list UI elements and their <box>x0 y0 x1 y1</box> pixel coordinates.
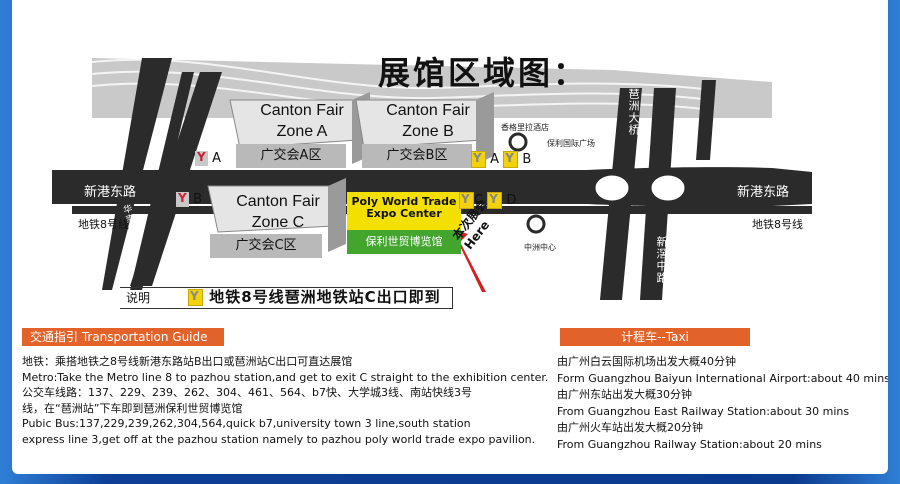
taxi-header: 计程车--Taxi <box>560 328 750 346</box>
transport-line: 地铁：乘搭地铁之8号线新港东路站B出口或琶洲站C出口可直达展馆 <box>22 355 353 368</box>
transport-line: express line 3,get off at the pazhou sta… <box>22 432 536 446</box>
zone-a-line1: Canton Fair <box>260 102 344 119</box>
transport-line: 公交车线路：137、229、239、262、304、461、564、b7快、大学… <box>22 386 472 399</box>
metro-line8-right: 地铁8号线 <box>752 218 803 231</box>
right-road <box>696 80 716 160</box>
transport-guide: 地铁：乘搭地铁之8号线新港东路站B出口或琶洲站C出口可直达展馆 Metro:Ta… <box>22 354 562 447</box>
shangri-la-marker <box>508 132 528 152</box>
legend-label: 说明 <box>126 291 151 305</box>
exit-d-text: D <box>506 193 517 208</box>
zone-a-line2: Zone A <box>276 123 328 140</box>
legend-text-value: 地铁8号线琶洲地铁站C出口即到 <box>209 288 441 306</box>
landmark-poly-plaza: 保利国际广场 <box>547 139 595 148</box>
page-title: 展馆区域图： <box>378 54 589 92</box>
zone-b-cn: 广交会B区 <box>362 144 472 168</box>
landmark-zhongzhou: 中洲中心 <box>524 243 556 252</box>
road-xingang-right: 新港东路 <box>737 185 790 200</box>
transport-line: 线，在“琶洲站”下车即到琶洲保利世贸博览馆 <box>22 401 243 415</box>
metro-line8-left: 地铁8号线 <box>78 218 129 231</box>
zone-b-line1: Canton Fair <box>386 102 470 119</box>
poly-line1: Poly World Trade <box>351 195 457 208</box>
legend-box <box>120 287 453 309</box>
transport-header: 交通指引 Transportation Guide <box>22 328 224 346</box>
zone-c-cn: 广交会C区 <box>210 234 322 258</box>
taxi-line: From Guangzhou Railway Station:about 20 … <box>557 437 822 451</box>
road-xinjiao: 新滘中路 <box>655 236 668 284</box>
road-xingang-left: 新港东路 <box>84 185 137 200</box>
taxi-line: 由广州火车站出发大概20分钟 <box>557 421 703 434</box>
exit-b-right-text: B <box>522 152 532 167</box>
legend-text: 地铁8号线琶洲地铁站C出口即到 <box>188 286 441 307</box>
zone-b-side <box>476 92 494 164</box>
map-panel: 展馆区域图： Canton Fair Zone A 广交会A区 Canton F… <box>12 0 888 474</box>
huanlian-road <box>130 72 222 286</box>
map-canvas <box>52 58 812 300</box>
metro-icon <box>487 192 503 209</box>
exit-a-left: A <box>195 150 222 166</box>
exit-a-left-text: A <box>212 151 222 166</box>
zone-c-line2: Zone C <box>251 214 305 231</box>
poly-line2: Expo Center <box>366 207 442 220</box>
exit-b-left: B <box>176 191 203 207</box>
exit-c-d: C D <box>459 192 516 209</box>
taxi-guide: 由广州白云国际机场出发大概40分钟 Form Guangzhou Baiyun … <box>557 354 888 453</box>
metro-icon <box>195 150 208 166</box>
road-pazhou-bridge: 琶洲大桥 <box>627 88 640 136</box>
roundabout-right <box>648 172 688 204</box>
metro-icon <box>176 191 189 207</box>
transport-line: Pubic Bus:137,229,239,262,304,564,quick … <box>22 417 471 430</box>
left-road-1 <box>130 72 194 290</box>
exit-c-text: C <box>474 193 484 208</box>
metro-icon <box>188 289 203 306</box>
exit-b-left-text: B <box>193 192 203 207</box>
taxi-line: From Guangzhou East Railway Station:abou… <box>557 404 850 418</box>
metro-icon <box>471 151 486 168</box>
exit-a-right-text: A <box>490 152 500 167</box>
zhongzhou-marker <box>526 214 546 234</box>
zone-c-side <box>328 178 346 252</box>
poly-expo-label: Poly World Trade Expo Center <box>347 192 461 230</box>
metro-icon <box>459 192 474 209</box>
zone-c-line1: Canton Fair <box>236 193 320 210</box>
zone-a-cn: 广交会A区 <box>236 144 346 168</box>
zone-a-label: Canton Fair Zone A <box>236 100 368 142</box>
taxi-line: 由广州东站出发大概30分钟 <box>557 388 692 401</box>
landmark-shangri-la: 香格里拉酒店 <box>501 123 549 132</box>
exit-a-b-right: A B <box>471 151 531 168</box>
taxi-line: 由广州白云国际机场出发大概40分钟 <box>557 355 736 368</box>
poly-cn: 保利世贸博览馆 <box>347 230 461 254</box>
zone-c-label: Canton Fair Zone C <box>212 191 344 233</box>
transport-line: Metro:Take the Metro line 8 to pazhou st… <box>22 370 549 384</box>
zone-b-label: Canton Fair Zone B <box>362 100 494 142</box>
metro-icon <box>503 151 519 168</box>
roundabout-left <box>592 172 632 204</box>
taxi-line: Form Guangzhou Baiyun International Airp… <box>557 371 888 385</box>
left-road-2 <box>102 58 172 290</box>
zone-b-line2: Zone B <box>402 123 454 140</box>
